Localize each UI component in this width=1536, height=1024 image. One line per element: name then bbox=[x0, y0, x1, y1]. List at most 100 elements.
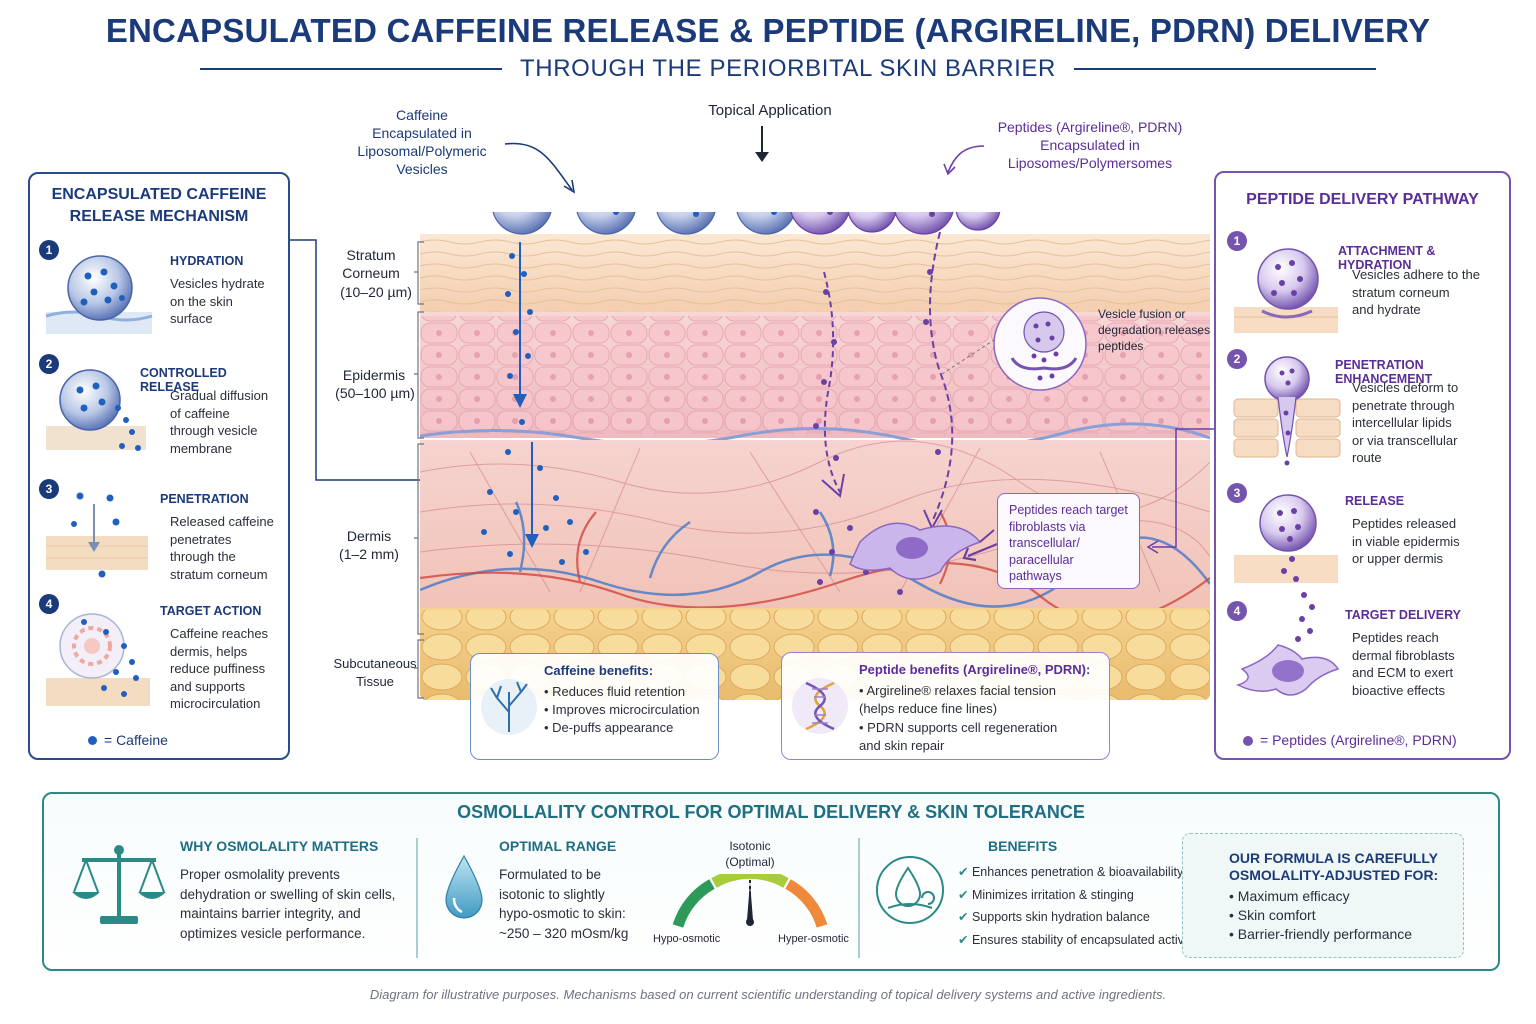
water-droplet-icon bbox=[445, 854, 483, 919]
caffeine-benefits-box: Caffeine benefits: Reduces fluid retenti… bbox=[470, 653, 719, 760]
target-fibroblast-icon bbox=[1236, 592, 1340, 696]
osmolality-divider bbox=[858, 838, 860, 958]
peptide-legend: = Peptides (Argireline®, PDRN) bbox=[1260, 732, 1457, 748]
osmolality-gauge bbox=[672, 874, 828, 928]
caffeine-step-4-heading: TARGET ACTION bbox=[160, 604, 262, 618]
osmolality-benefits-list: Enhances penetration & bioavailability M… bbox=[958, 861, 1197, 951]
osmolality-benefit-item: Ensures stability of encapsulated active… bbox=[958, 929, 1197, 952]
caffeine-step-2-heading: CONTROLLED RELEASE bbox=[140, 366, 227, 394]
caffeine-vesicles-on-surface bbox=[492, 212, 796, 235]
formula-item: • Maximum efficacy bbox=[1229, 888, 1350, 904]
optimal-range-text: Formulated to be isotonic to slightly hy… bbox=[499, 867, 629, 941]
peptide-step-2-number: 2 bbox=[1227, 349, 1247, 369]
osmolality-benefit-item: Minimizes irritation & stinging bbox=[958, 884, 1197, 907]
peptide-pathway-panel: PEPTIDE DELIVERY PATHWAY 1 ATTACHMENT & … bbox=[1214, 171, 1511, 760]
osmolality-section: OSMOLLALITY CONTROL FOR OPTIMAL DELIVERY… bbox=[42, 792, 1500, 971]
caffeine-step-1-text: Vesicles hydrate on the skin surface bbox=[170, 276, 265, 326]
caffeine-benefit-item: Improves microcirculation bbox=[544, 701, 699, 719]
peptide-step-4-heading: TARGET DELIVERY bbox=[1345, 608, 1461, 622]
caffeine-step-1-heading: HYDRATION bbox=[170, 254, 244, 268]
caffeine-benefit-item: De-puffs appearance bbox=[544, 719, 700, 737]
gauge-hypo-label: Hypo-osmotic bbox=[653, 933, 721, 945]
peptide-vesicle-label: Peptides (Argireline®, PDRN) Encapsulate… bbox=[997, 119, 1183, 171]
peptide-label-arrow bbox=[943, 145, 985, 176]
peptide-step-2-heading: PENETRATION ENHANCEMENT bbox=[1335, 358, 1433, 386]
subtitle-rule-right bbox=[1073, 68, 1376, 70]
dermis-size: (1–2 mm) bbox=[339, 546, 399, 562]
osmolality-benefit-item: Supports skin hydration balance bbox=[958, 906, 1197, 929]
caffeine-diffusion-path bbox=[481, 242, 589, 565]
peptide-vesicles-on-surface bbox=[790, 212, 1001, 235]
caffeine-mechanism-panel: ENCAPSULATED CAFFEINE RELEASE MECHANISM … bbox=[28, 172, 290, 760]
caffeine-benefit-item: Reduces fluid retention bbox=[544, 683, 700, 701]
topical-arrow bbox=[755, 126, 769, 162]
vesicle-fusion-icon bbox=[941, 297, 1087, 391]
skin-layers-illustration bbox=[420, 212, 1210, 700]
skin-hydration-icon bbox=[876, 856, 944, 924]
fibroblast-callout-text: Peptides reach target fibroblasts via tr… bbox=[1009, 503, 1128, 583]
caffeine-legend-dot bbox=[88, 736, 97, 745]
caffeine-step-1-number: 1 bbox=[39, 240, 59, 260]
controlled-release-vesicle-icon bbox=[46, 369, 146, 451]
why-osmolality-text: Proper osmolality prevents dehydration o… bbox=[180, 867, 396, 941]
dna-helix-icon bbox=[792, 678, 848, 734]
peptide-step-3-heading: RELEASE bbox=[1345, 494, 1405, 508]
peptide-benefits-title: Peptide benefits (Argireline®, PDRN): bbox=[859, 662, 1091, 677]
formula-box: OUR FORMULA IS CAREFULLY OSMOLALITY-ADJU… bbox=[1182, 833, 1464, 958]
footer-disclaimer: Diagram for illustrative purposes. Mecha… bbox=[369, 987, 1167, 1002]
peptide-step-1-heading: ATTACHMENT & HYDRATION bbox=[1338, 244, 1436, 272]
peptide-benefits-box: Peptide benefits (Argireline®, PDRN): Ar… bbox=[781, 652, 1110, 760]
peptide-benefit-item: Argireline® relaxes facial tension (help… bbox=[859, 682, 1057, 717]
caffeine-legend: = Caffeine bbox=[104, 732, 168, 748]
skin-cross-section bbox=[420, 212, 1210, 700]
formula-heading: OUR FORMULA IS CAREFULLY OSMOLALITY-ADJU… bbox=[1229, 850, 1439, 883]
peptide-step-3-number: 3 bbox=[1227, 483, 1247, 503]
peptide-step-4-text: Peptides reach dermal fibroblasts and EC… bbox=[1352, 630, 1455, 698]
osmolality-divider bbox=[416, 838, 418, 958]
caffeine-benefits-title: Caffeine benefits: bbox=[544, 663, 654, 678]
epidermis-size: (50–100 µm) bbox=[335, 385, 415, 401]
attached-vesicle-icon bbox=[1234, 248, 1338, 333]
osmolality-title: OSMOLLALITY CONTROL FOR OPTIMAL DELIVERY… bbox=[457, 802, 1085, 822]
subcutaneous-label: Subcutaneous Tissue bbox=[333, 656, 417, 689]
stratum-corneum-label: Stratum Corneum bbox=[342, 247, 400, 281]
peptide-step-1-number: 1 bbox=[1227, 231, 1247, 251]
dermis-label: Dermis bbox=[346, 528, 392, 544]
peptide-benefit-item: PDRN supports cell regeneration and skin… bbox=[859, 719, 1057, 754]
subtitle-rule-left bbox=[200, 68, 503, 70]
fibroblast-cell-icon bbox=[849, 522, 995, 580]
deforming-vesicle-icon bbox=[1233, 356, 1341, 466]
peptide-step-4-number: 4 bbox=[1227, 601, 1247, 621]
caffeine-step-3-number: 3 bbox=[39, 479, 59, 499]
formula-item: • Skin comfort bbox=[1229, 907, 1316, 923]
vesicle-fusion-text: Vesicle fusion or degradation releases p… bbox=[1098, 307, 1211, 353]
peptide-panel-title: PEPTIDE DELIVERY PATHWAY bbox=[1246, 191, 1479, 208]
layer-brackets bbox=[414, 241, 424, 699]
gauge-isotonic-label: Isotonic (Optimal) bbox=[725, 839, 775, 869]
page-subtitle: THROUGH THE PERIORBITAL SKIN BARRIER bbox=[520, 55, 1056, 82]
caffeine-step-4-number: 4 bbox=[39, 594, 59, 614]
optimal-range-heading: OPTIMAL RANGE bbox=[499, 838, 617, 854]
capillary-tree-icon bbox=[481, 679, 537, 735]
caffeine-step-4-text: Caffeine reaches dermis, helps reduce pu… bbox=[170, 626, 269, 711]
caffeine-panel-title: ENCAPSULATED CAFFEINE RELEASE MECHANISM bbox=[51, 186, 267, 225]
benefits-heading: BENEFITS bbox=[988, 838, 1058, 854]
formula-item: • Barrier-friendly performance bbox=[1229, 926, 1413, 942]
peptide-step-1-text: Vesicles adhere to the stratum corneum a… bbox=[1352, 267, 1480, 317]
caffeine-penetration-icon bbox=[46, 492, 148, 578]
caffeine-step-2-number: 2 bbox=[39, 354, 59, 374]
peptide-step-3-text: Peptides released in viable epidermis or… bbox=[1352, 516, 1460, 566]
caffeine-label-arrow bbox=[504, 142, 576, 194]
stratum-corneum-size: (10–20 µm) bbox=[340, 284, 412, 300]
caffeine-step-3-text: Released caffeine penetrates through the… bbox=[170, 514, 274, 582]
balance-scale-icon bbox=[72, 845, 166, 924]
page-title: ENCAPSULATED CAFFEINE RELEASE & PEPTIDE … bbox=[105, 12, 1431, 49]
fibroblast-callout-box: Peptides reach target fibroblasts via tr… bbox=[997, 493, 1140, 589]
why-osmolality-heading: WHY OSMOLALITY MATTERS bbox=[180, 838, 379, 854]
peptide-step-2-text: Vesicles deform to penetrate through int… bbox=[1352, 380, 1459, 465]
peptide-delivery-path bbox=[813, 231, 954, 595]
hydrating-vesicle-icon bbox=[45, 255, 153, 334]
peptide-release-icon bbox=[1234, 494, 1338, 583]
osmolality-benefit-item: Enhances penetration & bioavailability bbox=[958, 861, 1197, 884]
subtitle-row: THROUGH THE PERIORBITAL SKIN BARRIER bbox=[200, 54, 1376, 84]
